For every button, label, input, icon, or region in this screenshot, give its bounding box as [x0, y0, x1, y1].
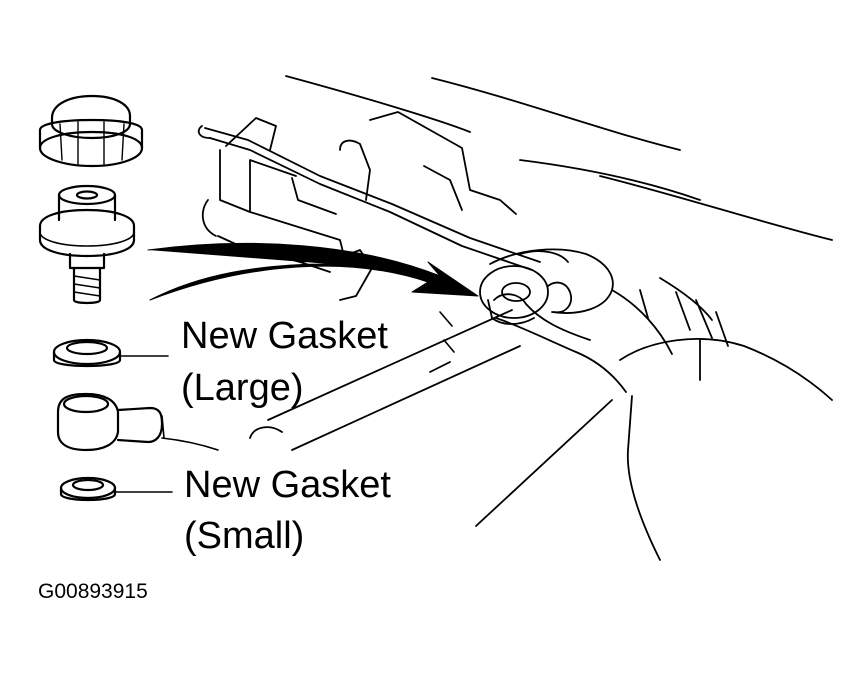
small-gasket-label: New Gasket — [184, 464, 391, 506]
figure-id: G00893915 — [38, 580, 148, 603]
union-bolt — [38, 184, 136, 305]
installation-arrow — [147, 242, 479, 301]
large-gasket-label: New Gasket — [181, 315, 388, 357]
large-gasket-size-label: (Large) — [181, 367, 304, 409]
union-bolt-cap — [38, 94, 144, 168]
small-gasket — [59, 476, 173, 502]
large-gasket — [52, 338, 169, 368]
banjo-fitting — [56, 392, 219, 452]
small-gasket-size-label: (Small) — [184, 515, 305, 557]
vehicle-underside-illustration — [197, 75, 833, 561]
